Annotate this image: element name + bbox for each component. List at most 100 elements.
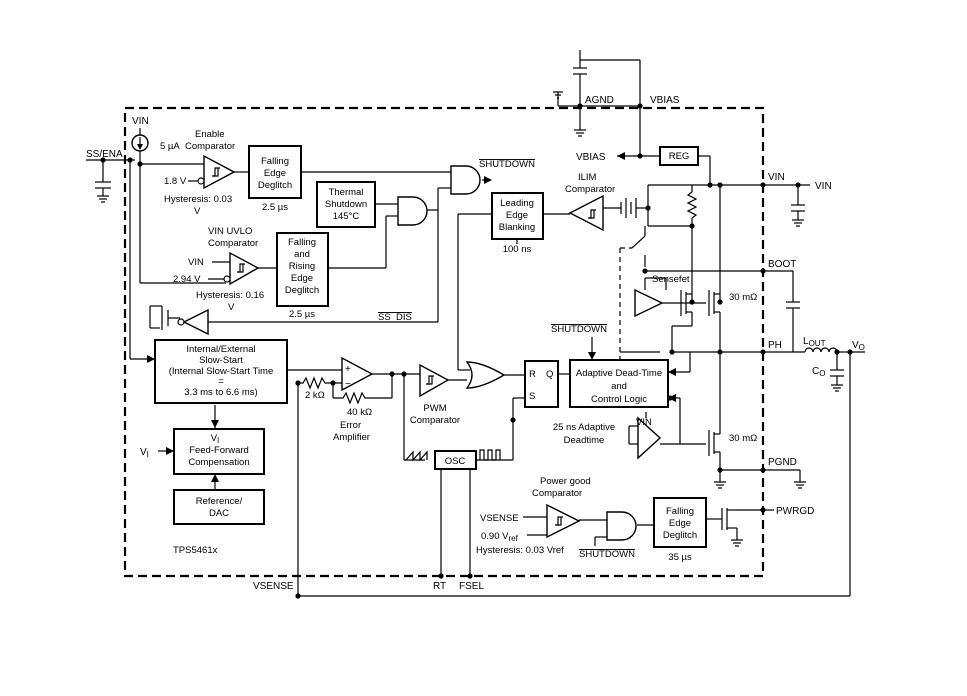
feed-forward-line-1: Feed-Forward	[189, 445, 249, 456]
leading-edge-blanking-box	[491, 192, 544, 240]
thermal-line-1: Thermal	[329, 187, 364, 198]
label-co: CO	[812, 366, 825, 378]
feed-forward-line-2: Compensation	[188, 457, 249, 468]
reg-box	[659, 146, 699, 166]
leading-edge-line-1: Leading	[500, 198, 534, 209]
dead-time-line-1: Adaptive Dead-Time	[576, 368, 662, 379]
pin-vsense: VSENSE	[253, 581, 294, 592]
pin-vin-right: VIN	[768, 172, 785, 183]
leading-edge-line-2: Edge	[506, 210, 528, 221]
pwm-label-2: Comparator	[410, 415, 460, 426]
or-gate-icon	[465, 361, 506, 389]
pin-fsel: FSEL	[459, 581, 484, 592]
uvlo-hyst-2: V	[228, 302, 235, 313]
thermal-line-2: Shutdown	[325, 199, 367, 210]
fet-r1-label: 30 mΩ	[729, 292, 757, 303]
pg-vsense: VSENSE	[480, 513, 519, 524]
rs-s-label: S	[529, 391, 535, 402]
chip-boundary	[123, 106, 765, 578]
deadtime-note-2: Deadtime	[564, 435, 605, 446]
svg-text:−: −	[345, 379, 351, 390]
label-lout: LOUT	[803, 336, 826, 348]
pg-label-1: Power good	[540, 476, 591, 487]
pg-label-2: Comparator	[532, 488, 582, 499]
pin-vo: VO	[852, 340, 865, 352]
fet-vin-label: VIN	[636, 417, 652, 428]
error-amplifier-icon: + −	[341, 356, 374, 392]
pin-vbias-internal: VBIAS	[576, 152, 606, 163]
error-amp-label-2: Amplifier	[333, 432, 370, 443]
vi-label: VI	[211, 433, 220, 445]
current-source-icon	[131, 134, 149, 152]
uvlo-vin: VIN	[188, 257, 204, 268]
slow-start-line-1: Internal/External	[186, 344, 255, 355]
uvlo-vref: 2.94 V	[173, 274, 201, 285]
deglitch-1-line-3: Deglitch	[258, 180, 292, 191]
enable-comparator-label-2: Comparator	[185, 141, 235, 152]
dead-time-line-2: and	[611, 381, 627, 392]
error-amp-label-1: Error	[340, 420, 361, 431]
falling-edge-deglitch-box	[248, 145, 302, 199]
deglitch-1-line-2: Edge	[264, 168, 286, 179]
deadtime-note-1: 25 ns Adaptive	[553, 422, 615, 433]
pin-pgnd: PGND	[768, 457, 797, 468]
low-side-driver-icon	[637, 416, 662, 460]
pin-ss-ena: SS/ENA	[86, 149, 123, 160]
deglitch-2-time: 2.5 µs	[289, 309, 315, 320]
ilim-label-1: ILIM	[578, 172, 597, 183]
pwm-label-1: PWM	[423, 403, 446, 414]
dead-time-line-3: Control Logic	[591, 394, 647, 405]
rs-r-label: R	[529, 369, 536, 380]
chip-name: TPS5461x	[173, 545, 218, 556]
pg-deglitch-line-3: Deglitch	[663, 530, 697, 541]
rs-latch-box	[524, 360, 559, 408]
deglitch-2-line-2: and	[294, 249, 310, 260]
pin-rt: RT	[433, 581, 446, 592]
thermal-shutdown-box	[316, 181, 376, 228]
pin-vin-label: VIN	[132, 116, 149, 127]
arrows	[147, 152, 676, 482]
enable-vref: 1.8 V	[164, 176, 187, 187]
shutdown-and-gate-icon	[450, 165, 481, 195]
reg-label: REG	[669, 151, 690, 162]
pwm-comparator-icon	[419, 363, 450, 398]
slow-start-line-4: =	[218, 376, 224, 387]
pg-deglitch-time: 35 µs	[668, 552, 692, 563]
thermal-and-gate-icon	[397, 196, 428, 226]
pin-vbias-top: VBIAS	[650, 95, 680, 106]
uvlo-label-2: Comparator	[208, 238, 258, 249]
deglitch-1-line-1: Falling	[261, 156, 289, 167]
pg-deglitch-line-1: Falling	[666, 506, 694, 517]
dead-time-control-box	[569, 359, 669, 408]
enable-hysteresis-1: Hysteresis: 0.03	[164, 194, 232, 205]
shutdown-label-1: SHUTDOWN	[479, 159, 535, 170]
pg-hysteresis: Hysteresis: 0.03 Vref	[476, 545, 564, 556]
slow-start-line-5: 3.3 ms to 6.6 ms)	[184, 387, 257, 398]
slow-start-line-3: (Internal Slow-Start Time	[169, 366, 274, 377]
vi-input-label: VI	[140, 447, 149, 459]
high-side-driver-icon	[634, 288, 664, 318]
shutdown-label-3: SHUTDOWN	[579, 549, 635, 560]
thermal-line-3: 145°C	[333, 211, 360, 222]
ilim-comparator-icon	[568, 194, 604, 232]
r-40k-label: 40 kΩ	[347, 407, 372, 418]
rs-q-label: Q	[546, 369, 553, 380]
ilim-label-2: Comparator	[565, 184, 615, 195]
pin-agnd: AGND	[585, 95, 614, 106]
deglitch-1-time: 2.5 µs	[262, 202, 288, 213]
ref-dac-line-2: DAC	[209, 508, 229, 519]
enable-comparator-label-1: Enable	[195, 129, 225, 140]
uvlo-label-1: VIN UVLO	[208, 226, 252, 237]
r-2k-label: 2 kΩ	[305, 390, 325, 401]
pin-pwrgd: PWRGD	[776, 506, 814, 517]
reference-dac-box	[173, 489, 265, 525]
uvlo-hyst-1: Hysteresis: 0.16	[196, 290, 264, 301]
pin-boot: BOOT	[768, 259, 796, 270]
osc-box	[434, 450, 477, 470]
deglitch-2-line-4: Edge	[291, 273, 313, 284]
leading-edge-time: 100 ns	[503, 244, 532, 255]
leading-edge-line-3: Blanking	[499, 222, 535, 233]
fet-r2-label: 30 mΩ	[729, 433, 757, 444]
current-source-label: 5 µA	[160, 141, 180, 152]
